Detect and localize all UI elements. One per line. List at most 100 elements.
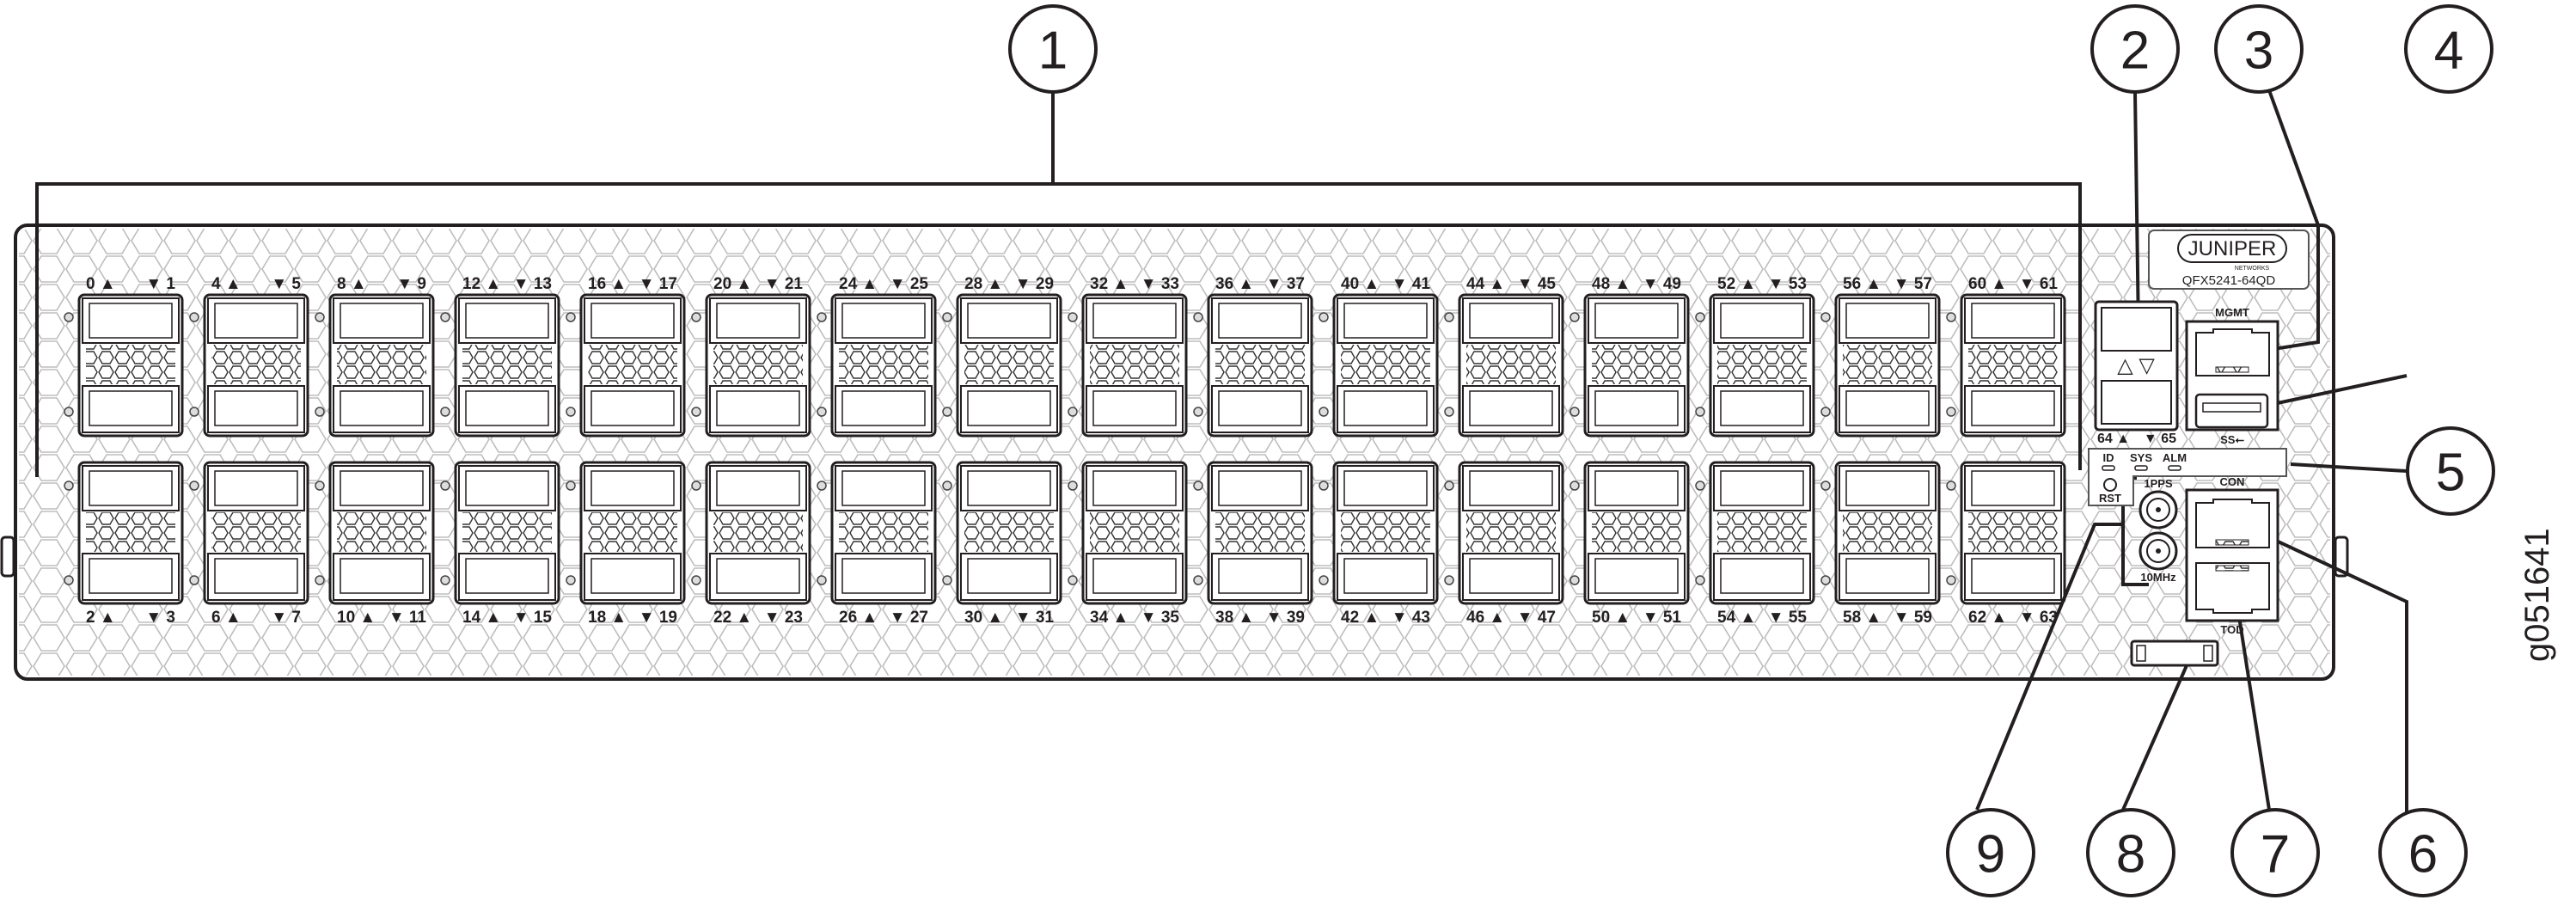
port-upper-inner	[214, 303, 298, 339]
qsfp-port-pair[interactable]	[1081, 293, 1188, 438]
port-upper-inner	[1971, 303, 2055, 339]
qsfp-port-pair[interactable]	[454, 461, 560, 605]
juniper-logo: JUNIPER NETWORKS QFX5241-64QD	[2148, 230, 2310, 290]
qsfp-port-pair[interactable]	[1960, 461, 2066, 605]
qsfp-port-pair[interactable]	[1834, 461, 1941, 605]
qsfp-port-pair[interactable]	[1458, 293, 1564, 438]
port-label: 44 ▲	[1466, 275, 1505, 293]
port-led	[189, 575, 199, 585]
leader-1	[35, 92, 2082, 477]
qsfp-port-pair[interactable]	[956, 293, 1062, 438]
mgmt-rj45-port[interactable]	[2195, 328, 2270, 376]
port-led	[1695, 407, 1705, 417]
port-led	[1695, 575, 1705, 585]
qsfp-port-pair[interactable]	[328, 461, 435, 605]
port-upper-inner	[716, 303, 800, 339]
port-lower-inner	[841, 558, 926, 594]
port-led	[1193, 407, 1203, 417]
qsfp-port-pair[interactable]	[1960, 293, 2066, 438]
port-label: 26 ▲	[839, 609, 878, 627]
port-label: 4 ▲	[211, 275, 242, 293]
port-label: 10 ▲	[337, 609, 376, 627]
port-upper-inner	[1594, 470, 1679, 506]
port-led	[1820, 312, 1831, 322]
port-lower-inner	[1845, 558, 1930, 594]
port-label: ▼ 43	[1392, 609, 1430, 627]
port-upper-inner	[1594, 303, 1679, 339]
callout-number: 7	[2261, 825, 2290, 885]
qsfp-port-pair[interactable]	[705, 293, 811, 438]
qsfp-port-pair[interactable]	[1332, 293, 1439, 438]
callout-2: 2	[2090, 4, 2180, 94]
qsfp-port-pair[interactable]	[1207, 461, 1313, 605]
port-vent	[211, 512, 301, 552]
port-label: 56 ▲	[1843, 275, 1882, 293]
port-led	[1068, 407, 1078, 417]
qsfp-port-pair[interactable]	[328, 293, 435, 438]
port-label: ▼ 41	[1392, 275, 1431, 293]
tod-rj45-port[interactable]	[2195, 562, 2270, 614]
qsfp-port-pair[interactable]	[1458, 461, 1564, 605]
qsfp-port-pair[interactable]	[203, 293, 309, 438]
port-led	[315, 407, 325, 417]
port-vent	[462, 512, 552, 552]
qsfp-port-pair[interactable]	[1081, 461, 1188, 605]
port-label: ▼ 9	[396, 275, 426, 293]
qsfp-port-pair[interactable]	[1709, 293, 1815, 438]
qsfp-port-pair[interactable]	[1834, 293, 1941, 438]
qsfp-port-pair[interactable]	[956, 461, 1062, 605]
handle[interactable]	[2130, 640, 2219, 667]
10mhz-connector[interactable]	[2139, 531, 2178, 571]
qsfp-port-pair[interactable]	[1709, 461, 1815, 605]
port-label: ▼ 35	[1141, 609, 1180, 627]
port-lower-inner	[1971, 390, 2055, 426]
qsfp-port-pair[interactable]	[830, 461, 937, 605]
port-label: 6 ▲	[211, 609, 242, 627]
port-lower-inner	[1092, 558, 1177, 594]
1pps-connector[interactable]	[2139, 490, 2178, 530]
port-led	[1946, 312, 1956, 322]
qsfp-port-pair[interactable]	[454, 293, 560, 438]
qsfp-port-pair[interactable]	[1332, 461, 1439, 605]
port-upper-inner	[1092, 470, 1177, 506]
sfp-port-64-65[interactable]: △ ▽ 64 ▲ ▼ 65	[2094, 300, 2179, 446]
qsfp-port-pair[interactable]	[77, 461, 184, 605]
port-label: ▼ 59	[1894, 609, 1932, 627]
management-panel: JUNIPER NETWORKS QFX5241-64QD △ ▽ 64 ▲ ▼…	[2088, 230, 2310, 667]
qsfp-port-pair[interactable]	[705, 461, 811, 605]
port-led	[1695, 312, 1705, 322]
port-vent	[588, 512, 677, 552]
qsfp-port-pair[interactable]	[579, 461, 686, 605]
port-label: ▼ 29	[1015, 275, 1054, 293]
port-label: 22 ▲	[713, 609, 752, 627]
port-label: 62 ▲	[1968, 609, 2007, 627]
qsfp-port-pair[interactable]	[579, 293, 686, 438]
port-label: 18 ▲	[588, 609, 627, 627]
port-led	[1068, 575, 1078, 585]
port-vent	[1968, 345, 2058, 384]
port-led	[691, 575, 701, 585]
port-label: 8 ▲	[337, 275, 367, 293]
qsfp-port-pair[interactable]	[1583, 461, 1690, 605]
usb-port[interactable]	[2194, 393, 2269, 429]
port-label: ▼ 39	[1266, 609, 1305, 627]
port-vent	[1717, 512, 1807, 552]
port-label: 60 ▲	[1968, 275, 2007, 293]
port-vent	[1968, 512, 2058, 552]
qsfp-port-pair[interactable]	[1583, 293, 1690, 438]
qsfp-port-pair[interactable]	[77, 293, 184, 438]
callout-circle	[1946, 808, 2035, 897]
port-vent	[1592, 512, 1681, 552]
qsfp-port-pair[interactable]	[830, 293, 937, 438]
usb-label: SS⭠	[2220, 433, 2244, 446]
port-vent	[964, 512, 1054, 552]
qsfp-port-pair[interactable]	[1207, 293, 1313, 438]
reset-button[interactable]	[2103, 478, 2117, 492]
port-label: ▼ 51	[1643, 609, 1682, 627]
port-vent	[964, 345, 1054, 384]
console-rj45-port[interactable]	[2195, 499, 2270, 548]
qsfp-port-pair[interactable]	[203, 461, 309, 605]
port-lower-inner	[590, 390, 675, 426]
port-vent	[86, 512, 175, 552]
